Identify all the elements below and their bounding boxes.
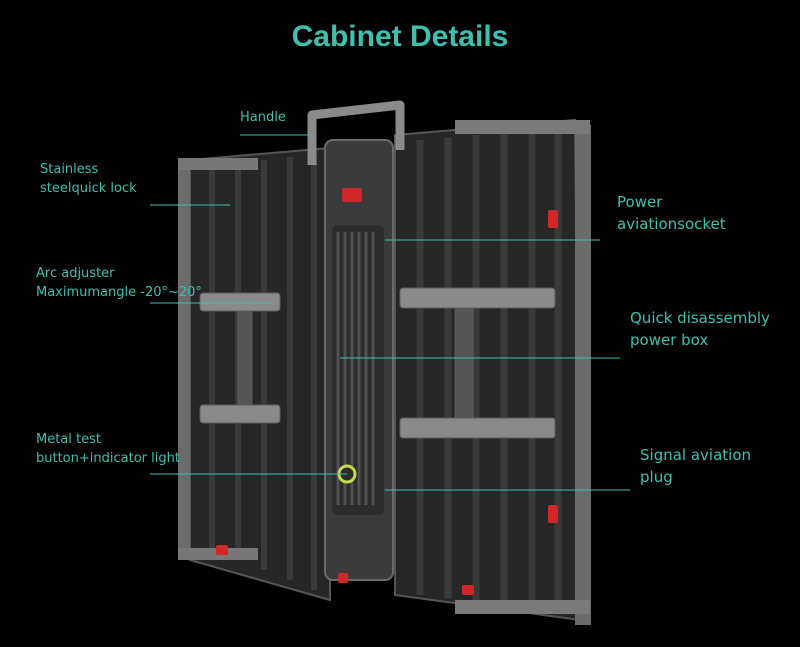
left-panel bbox=[178, 146, 331, 602]
label-power-box-line-2: power box bbox=[630, 331, 709, 349]
label-power-box-line-1: Quick disassembly bbox=[630, 309, 770, 327]
right-panel bbox=[394, 118, 591, 625]
label-arc-adjuster-line-1: Arc adjuster bbox=[36, 266, 115, 281]
label-signal-plug-line-1: Signal aviation bbox=[640, 446, 752, 464]
label-quick-lock: Stainless steelquick lock bbox=[40, 160, 137, 198]
label-metal-test-line-2: button+indicator light bbox=[36, 451, 180, 466]
power-box-graphic bbox=[324, 139, 394, 581]
red-latches bbox=[216, 188, 558, 595]
label-arc-adjuster: Arc adjuster Maximumangle -20°~20° bbox=[36, 264, 202, 302]
label-metal-test: Metal test button+indicator light bbox=[36, 430, 180, 468]
label-power-socket: Power aviationsocket bbox=[617, 191, 726, 235]
label-metal-test-line-1: Metal test bbox=[36, 432, 101, 447]
handle-graphic bbox=[307, 100, 405, 165]
label-handle: Handle bbox=[240, 108, 286, 127]
label-power-box: Quick disassembly power box bbox=[630, 307, 770, 351]
label-signal-plug-line-2: plug bbox=[640, 468, 673, 486]
label-power-socket-line-1: Power bbox=[617, 193, 663, 211]
label-quick-lock-line-2: steelquick lock bbox=[40, 181, 137, 196]
leader-lines bbox=[150, 134, 630, 491]
label-quick-lock-line-1: Stainless bbox=[40, 162, 99, 177]
label-arc-adjuster-line-2: Maximumangle -20°~20° bbox=[36, 285, 202, 300]
label-signal-plug: Signal aviation plug bbox=[640, 444, 751, 488]
arc-adjusters bbox=[199, 287, 556, 439]
label-handle-line-1: Handle bbox=[240, 110, 286, 125]
label-power-socket-line-2: aviationsocket bbox=[617, 215, 726, 233]
page-title: Cabinet Details bbox=[291, 20, 509, 53]
